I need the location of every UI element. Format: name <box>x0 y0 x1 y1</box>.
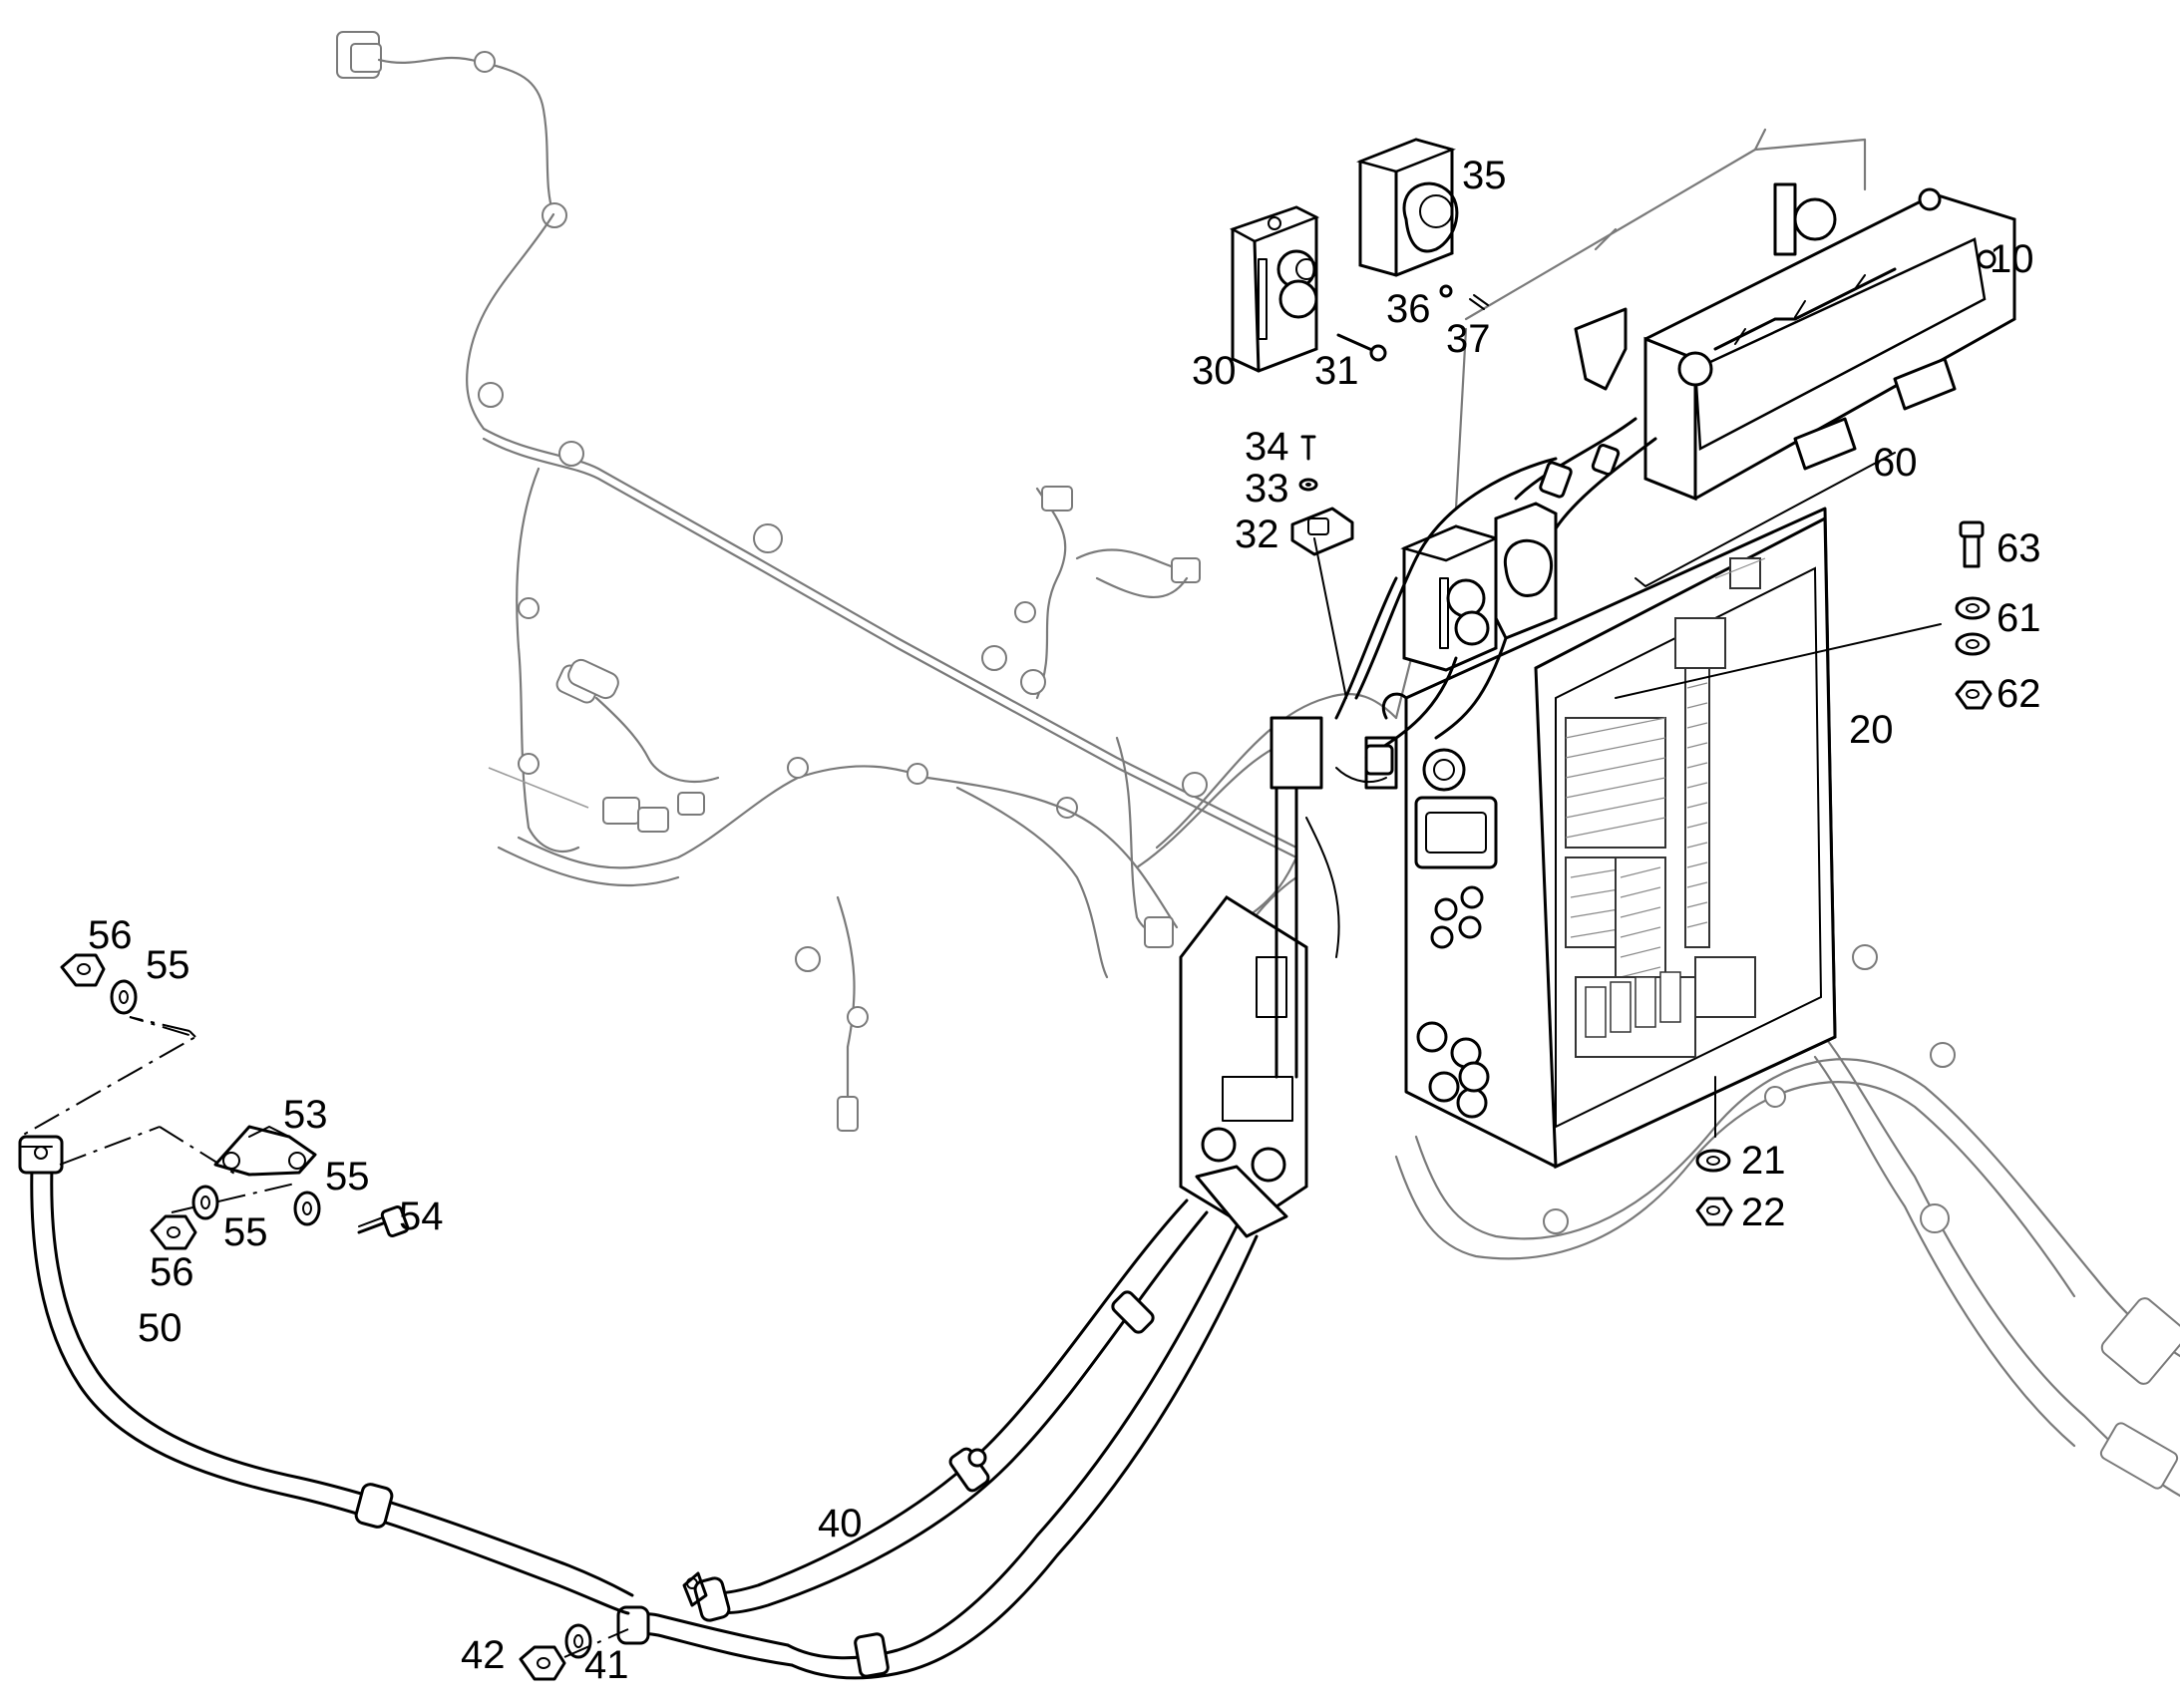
callout-34: 34 <box>1245 425 1289 469</box>
upper-cables <box>1334 417 1657 784</box>
callout-33: 33 <box>1245 467 1289 511</box>
hardware-41-42 <box>519 1623 629 1681</box>
callout-22: 22 <box>1741 1191 1786 1234</box>
callout-21: 21 <box>1741 1139 1786 1183</box>
callout-60: 60 <box>1873 441 1918 485</box>
callout-61: 61 <box>1997 596 2041 640</box>
hardware-21-22 <box>1695 1149 1733 1226</box>
cable-40 <box>616 1198 1259 1680</box>
cable-50 <box>18 1135 634 1615</box>
callout-31: 31 <box>1314 349 1359 393</box>
callout-54: 54 <box>399 1195 444 1238</box>
callout-55-top: 55 <box>146 943 190 987</box>
wiring-harness <box>336 31 1867 1132</box>
callout-40: 40 <box>818 1502 863 1545</box>
callout-20: 20 <box>1849 708 1894 752</box>
callout-30: 30 <box>1192 349 1237 393</box>
callout-62: 62 <box>1997 672 2041 716</box>
callout-36: 36 <box>1386 287 1431 331</box>
cabinet-modules <box>1565 557 1766 1058</box>
callout-50: 50 <box>138 1306 182 1350</box>
callout-53: 53 <box>283 1093 328 1137</box>
mounting-plate <box>1179 716 1398 1238</box>
callout-56-lower: 56 <box>150 1250 194 1294</box>
clamp-hardware <box>1290 435 1354 699</box>
callout-10: 10 <box>1990 237 2034 281</box>
callout-63: 63 <box>1997 526 2041 570</box>
top-control-unit <box>1574 182 2016 502</box>
pushbutton-box-30 <box>1229 205 1387 373</box>
callout-56-top: 56 <box>88 913 133 957</box>
callout-55-lower-right: 55 <box>325 1155 370 1198</box>
leader-lines <box>1615 452 1942 1138</box>
callout-42: 42 <box>461 1633 506 1677</box>
pushbutton-box-35 <box>1356 138 1489 310</box>
callout-55-lower-left: 55 <box>223 1210 268 1254</box>
hardware-53-56 <box>19 953 410 1250</box>
hardware-61-62-63 <box>1955 520 1993 710</box>
callout-37: 37 <box>1446 317 1491 361</box>
callout-35: 35 <box>1462 154 1507 197</box>
callout-32: 32 <box>1235 512 1279 556</box>
lower-right-harness <box>1394 944 2180 1498</box>
callout-41: 41 <box>584 1643 629 1687</box>
mounted-pushbutton-box <box>1364 502 1558 760</box>
